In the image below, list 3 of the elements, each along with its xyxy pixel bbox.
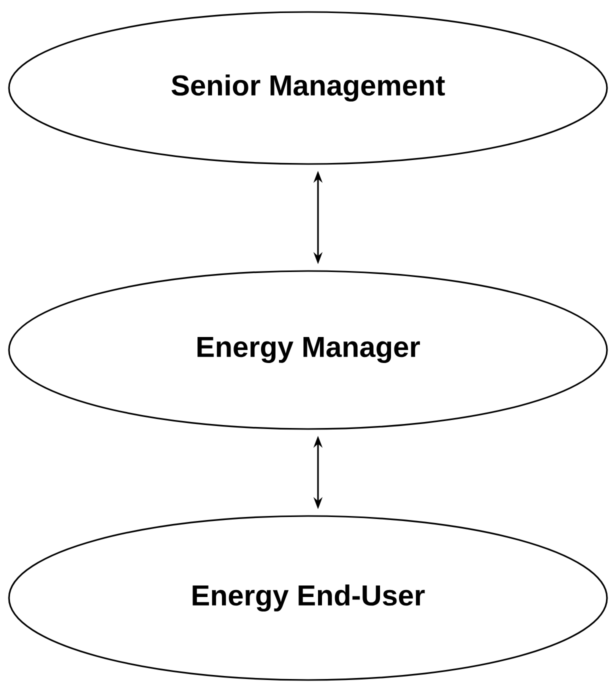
ellipse-node: Energy Manager [8, 270, 608, 430]
ellipse-node: Senior Management [8, 11, 608, 165]
ellipse-node: Energy End-User [8, 515, 608, 681]
